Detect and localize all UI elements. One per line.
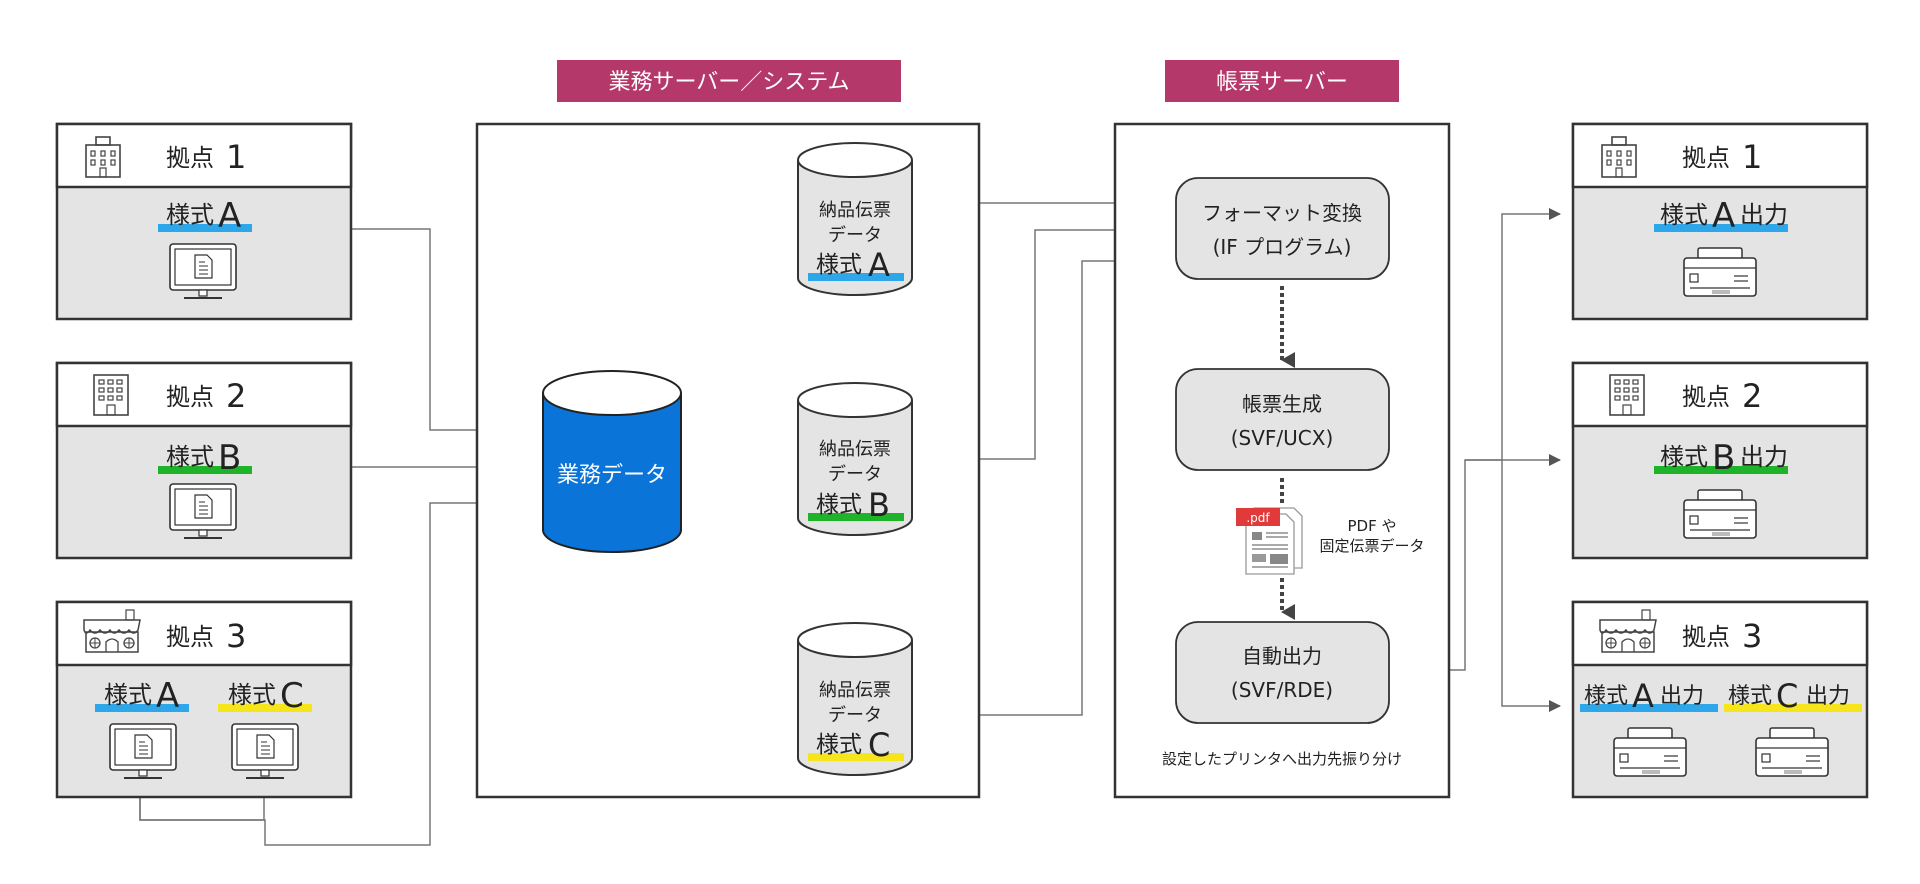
form-b-underline: [158, 466, 252, 474]
right-site-1: 拠点 1 様式 A 出力: [1571, 122, 1869, 321]
form-label: 様式: [228, 681, 276, 709]
form-suffix: 出力: [1740, 201, 1788, 229]
form-letter: B: [1712, 438, 1735, 478]
pdf-note-line2: 固定伝票データ: [1319, 537, 1424, 555]
site-number: 2: [1742, 377, 1762, 415]
header-business: 業務サーバー／システム: [608, 70, 849, 95]
site-name: 拠点: [1682, 623, 1730, 651]
site-name: 拠点: [166, 623, 214, 651]
step-output-line2: (SVF/RDE): [1231, 678, 1333, 702]
step-convert: フォーマット変換 (IF プログラム): [1175, 177, 1390, 280]
step-convert-line2: (IF プログラム): [1213, 235, 1352, 259]
step-convert-line1: フォーマット変換: [1202, 201, 1362, 225]
connector-output-to-site3: [1501, 460, 1561, 712]
slip-db-line1: 納品伝票: [819, 680, 891, 701]
form-letter: A: [218, 196, 241, 236]
slip-form-label: 様式: [816, 732, 862, 758]
step-generate: 帳票生成 (SVF/UCX): [1175, 368, 1390, 471]
monitor-icon: [169, 243, 237, 299]
form-label: 様式: [166, 443, 214, 471]
site-name: 拠点: [166, 144, 214, 172]
step-output: 自動出力 (SVF/RDE): [1175, 621, 1390, 724]
form-a-underline: [158, 224, 252, 232]
slip-db-line2: データ: [828, 705, 882, 726]
form-letter: C: [280, 676, 304, 716]
step-output-line1: 自動出力: [1242, 644, 1322, 668]
slip-db-line1: 納品伝票: [819, 200, 891, 221]
slip-form-letter: C: [868, 726, 890, 764]
slip-db-b: 納品伝票 データ 様式 B: [797, 382, 913, 536]
form-label: 様式: [1660, 443, 1708, 471]
form-suffix: 出力: [1660, 684, 1704, 709]
monitor-icon: [231, 723, 299, 779]
form-label: 様式: [1728, 684, 1772, 709]
slip-db-c: 納品伝票 データ 様式 C: [797, 622, 913, 776]
form-letter: A: [1712, 196, 1735, 236]
form-letter: B: [218, 438, 241, 478]
form-c-underline: [218, 704, 312, 712]
slip-form-label: 様式: [816, 492, 862, 518]
slip-db-line1: 納品伝票: [819, 439, 891, 460]
form-a-underline: [95, 704, 189, 712]
slip-db-line2: データ: [828, 225, 882, 246]
right-site-3: 拠点 3 様式 A 出力 様式 C 出力: [1571, 600, 1869, 799]
slip-db-a: 納品伝票 データ 様式 A: [797, 142, 913, 296]
site-number: 3: [1742, 617, 1762, 655]
site-number: 1: [1742, 138, 1762, 176]
left-site-1: 拠点 1 様式 A: [55, 122, 353, 321]
business-data-label: 業務データ: [557, 463, 667, 488]
monitor-icon: [169, 483, 237, 539]
pdf-document: .pdf: [1236, 507, 1303, 575]
site-number: 3: [226, 617, 246, 655]
left-site-3: 拠点 3 様式 A 様式 C: [55, 600, 353, 799]
form-label: 様式: [1660, 201, 1708, 229]
form-suffix: 出力: [1806, 684, 1850, 709]
slip-form-letter: A: [868, 246, 890, 284]
site-name: 拠点: [1682, 383, 1730, 411]
pdf-note-line1: PDF や: [1348, 517, 1397, 535]
slip-form-letter: B: [868, 486, 890, 524]
site-number: 1: [226, 138, 246, 176]
business-data-db: 業務データ: [542, 370, 682, 553]
site-name: 拠点: [1682, 144, 1730, 172]
slip-form-label: 様式: [816, 252, 862, 278]
form-label: 様式: [166, 201, 214, 229]
form-suffix: 出力: [1740, 443, 1788, 471]
header-business-bg: [557, 60, 901, 102]
right-site-2: 拠点 2 様式 B 出力: [1571, 361, 1869, 560]
header-form: 帳票サーバー: [1216, 70, 1348, 95]
step-generate-line1: 帳票生成: [1242, 392, 1322, 416]
form-label: 様式: [1584, 684, 1628, 709]
step-generate-line2: (SVF/UCX): [1231, 426, 1334, 450]
form-letter: A: [1632, 677, 1654, 715]
form-letter: A: [156, 676, 179, 716]
printer-note: 設定したプリンタへ出力先振り分け: [1162, 750, 1402, 768]
left-site-2: 拠点 2 様式 B: [55, 361, 353, 560]
site-number: 2: [226, 377, 246, 415]
pdf-badge: .pdf: [1246, 511, 1270, 525]
form-label: 様式: [104, 681, 152, 709]
site-name: 拠点: [166, 383, 214, 411]
pdf-badge-bg: [1236, 508, 1280, 526]
header-form-bg: [1165, 60, 1399, 102]
form-letter: C: [1776, 677, 1798, 715]
slip-db-line2: データ: [828, 464, 882, 485]
monitor-icon: [109, 723, 177, 779]
